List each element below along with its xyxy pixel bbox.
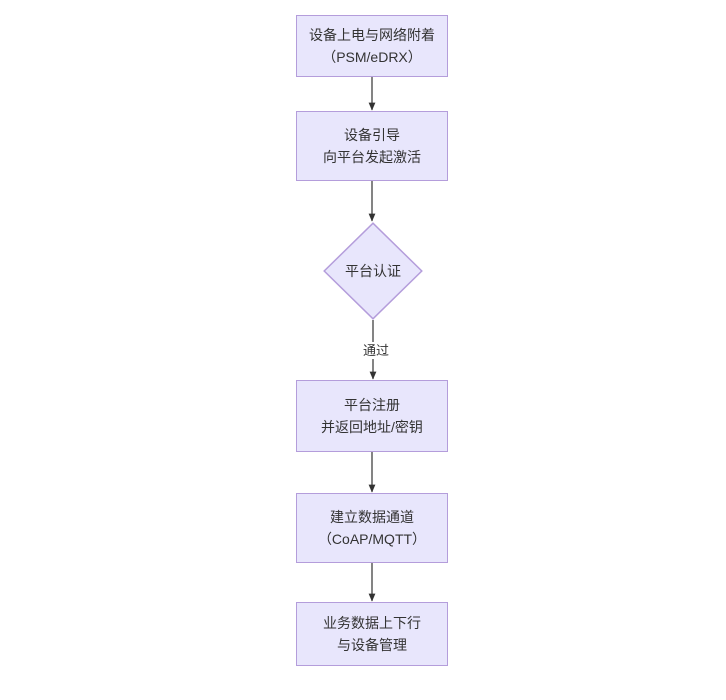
node-bootstrap-line-2: 向平台发起激活 — [323, 149, 421, 165]
edge-label-pass: 通过 — [355, 342, 397, 359]
node-platform-register[interactable]: 平台注册 并返回地址/密钥 — [296, 380, 448, 452]
node-data-channel-line-2: （CoAP/MQTT） — [317, 531, 427, 547]
node-power-on-line-2: （PSM/eDRX） — [322, 49, 422, 65]
node-platform-auth[interactable]: 平台认证 — [323, 222, 423, 320]
node-bootstrap[interactable]: 设备引导 向平台发起激活 — [296, 111, 448, 181]
node-power-on[interactable]: 设备上电与网络附着 （PSM/eDRX） — [296, 15, 448, 77]
diamond-shape — [323, 222, 423, 320]
node-service-data[interactable]: 业务数据上下行 与设备管理 — [296, 602, 448, 666]
node-platform-auth-label: 平台认证 — [345, 263, 401, 279]
node-platform-register-line-1: 平台注册 — [344, 397, 400, 413]
node-service-data-line-1: 业务数据上下行 — [323, 615, 421, 631]
node-data-channel[interactable]: 建立数据通道 （CoAP/MQTT） — [296, 493, 448, 563]
node-data-channel-line-1: 建立数据通道 — [330, 509, 414, 525]
node-power-on-line-1: 设备上电与网络附着 — [309, 27, 435, 43]
node-bootstrap-line-1: 设备引导 — [344, 127, 400, 143]
node-service-data-line-2: 与设备管理 — [337, 637, 407, 653]
node-platform-register-line-2: 并返回地址/密钥 — [321, 419, 423, 435]
